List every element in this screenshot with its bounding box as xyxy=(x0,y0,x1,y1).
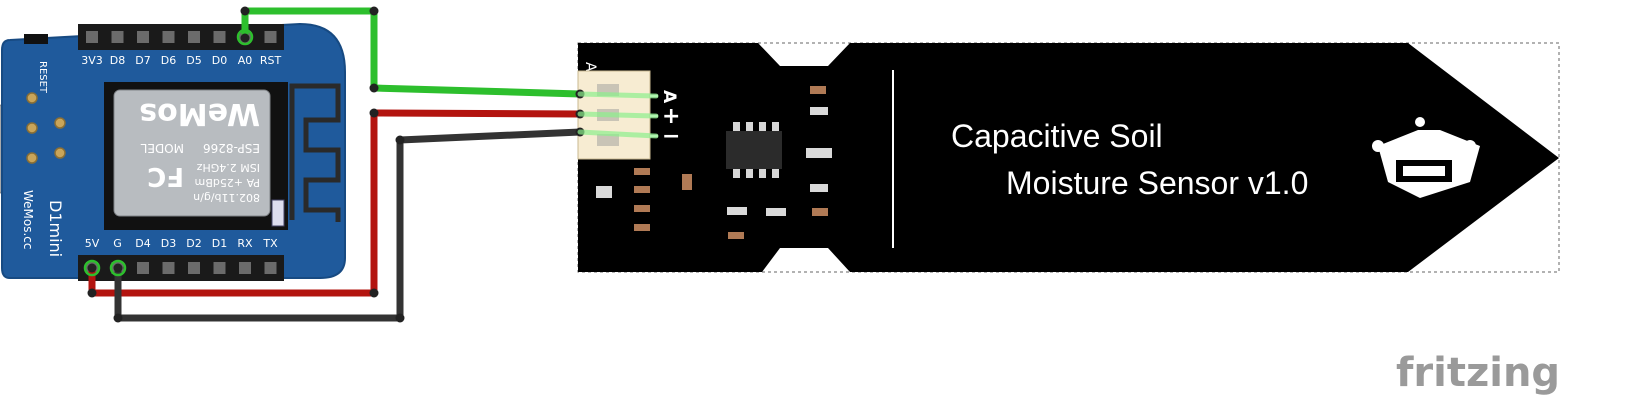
bottom-pin-tx[interactable] xyxy=(264,262,277,274)
wire-bendpoint[interactable] xyxy=(87,263,97,273)
connector-label: A xyxy=(582,62,598,72)
mounting-holes xyxy=(26,92,66,164)
antenna-trace xyxy=(289,83,341,222)
top-pin-3v3[interactable] xyxy=(86,31,98,43)
top-pin-d7[interactable] xyxy=(137,31,149,43)
connected-pin-highlight xyxy=(236,28,254,46)
connected-pin-highlight xyxy=(109,259,127,277)
board-site: WeMos.cc xyxy=(21,190,35,250)
top-pin-label: D6 xyxy=(161,54,176,67)
top-pin-d0[interactable] xyxy=(213,31,226,43)
pin-label-power: + xyxy=(662,104,680,129)
top-pin-label: D5 xyxy=(186,54,201,67)
bottom-pin-d3[interactable] xyxy=(162,262,175,274)
top-pin-label: RST xyxy=(260,54,282,67)
module-wifi: 802.11b/g/n xyxy=(193,191,260,204)
smd-components xyxy=(596,86,832,239)
module-model: ESP-8266 xyxy=(203,141,260,155)
module-ism: ISM 2.4GHz xyxy=(196,161,260,174)
module-model-label: MODEL xyxy=(140,141,184,155)
bottom-pin-label: D1 xyxy=(212,237,227,250)
bottom-pin-label: TX xyxy=(262,237,278,250)
connector-pin-3 xyxy=(597,134,619,146)
wire-bendpoint[interactable] xyxy=(240,33,250,43)
smd-led xyxy=(271,199,285,227)
bottom-pin-label: D3 xyxy=(161,237,176,250)
module-pa: PA +25dBm xyxy=(195,176,260,189)
fritzing-watermark: fritzing xyxy=(1396,350,1560,396)
top-pin-label: A0 xyxy=(238,54,253,67)
top-pin-label: D0 xyxy=(212,54,227,67)
bottom-pin-d2[interactable] xyxy=(188,262,200,274)
wire-bendpoint[interactable] xyxy=(395,135,405,145)
wire-bendpoint[interactable] xyxy=(395,313,405,323)
bottom-pin-label: D4 xyxy=(135,237,150,250)
bottom-pin-label: G xyxy=(113,237,122,250)
top-pin-label: D8 xyxy=(110,54,125,67)
reset-button[interactable] xyxy=(24,34,48,44)
top-pin-d6[interactable] xyxy=(162,31,175,43)
robot-head-icon xyxy=(1372,117,1480,198)
timer-ic xyxy=(726,122,782,178)
wire-bendpoint[interactable] xyxy=(240,6,250,16)
bottom-pin-label: 5V xyxy=(85,237,100,250)
bottom-pin-row: 5V G D4 D3 D2 D1 RX TX xyxy=(85,237,278,274)
board-name: D1mini xyxy=(46,200,65,257)
pin-label-ground: − xyxy=(662,124,680,149)
bottom-pin-d1[interactable] xyxy=(213,262,226,274)
wire-bendpoint[interactable] xyxy=(369,6,379,16)
d1-mini-board: RESET D1mini WeMos.cc 802.11b/g/n PA +25… xyxy=(0,22,346,281)
reset-label: RESET xyxy=(37,61,48,94)
wire-bendpoint[interactable] xyxy=(87,288,97,298)
wires xyxy=(83,6,659,323)
soil-moisture-sensor: A A + − xyxy=(577,42,1560,273)
wire-bendpoint[interactable] xyxy=(369,108,379,118)
wire-bendpoint[interactable] xyxy=(113,263,123,273)
esp-module-shield xyxy=(113,89,271,217)
wire-bendpoint[interactable] xyxy=(369,83,379,93)
fcc-logo: FC xyxy=(147,161,184,191)
wire-bendpoint[interactable] xyxy=(369,288,379,298)
top-pin-rst[interactable] xyxy=(264,31,277,43)
wemos-logo: WeMos xyxy=(139,96,260,131)
bottom-pin-label: D2 xyxy=(186,237,201,250)
top-pin-label: D7 xyxy=(135,54,150,67)
bottom-pin-d4[interactable] xyxy=(137,262,149,274)
top-pin-label: 3V3 xyxy=(81,54,103,67)
bottom-pin-rx[interactable] xyxy=(239,262,251,274)
top-pin-d8[interactable] xyxy=(111,31,124,43)
sensor-title-line2: Moisture Sensor v1.0 xyxy=(1006,165,1308,201)
bottom-header-strip xyxy=(78,255,284,281)
sensor-title-line1: Capacitive Soil xyxy=(951,118,1163,154)
bottom-pin-label: RX xyxy=(237,237,253,250)
connected-pin-highlight xyxy=(83,259,101,277)
top-pin-d5[interactable] xyxy=(188,31,200,43)
pin-label-signal: A xyxy=(659,90,679,104)
wire-bendpoint[interactable] xyxy=(113,313,123,323)
